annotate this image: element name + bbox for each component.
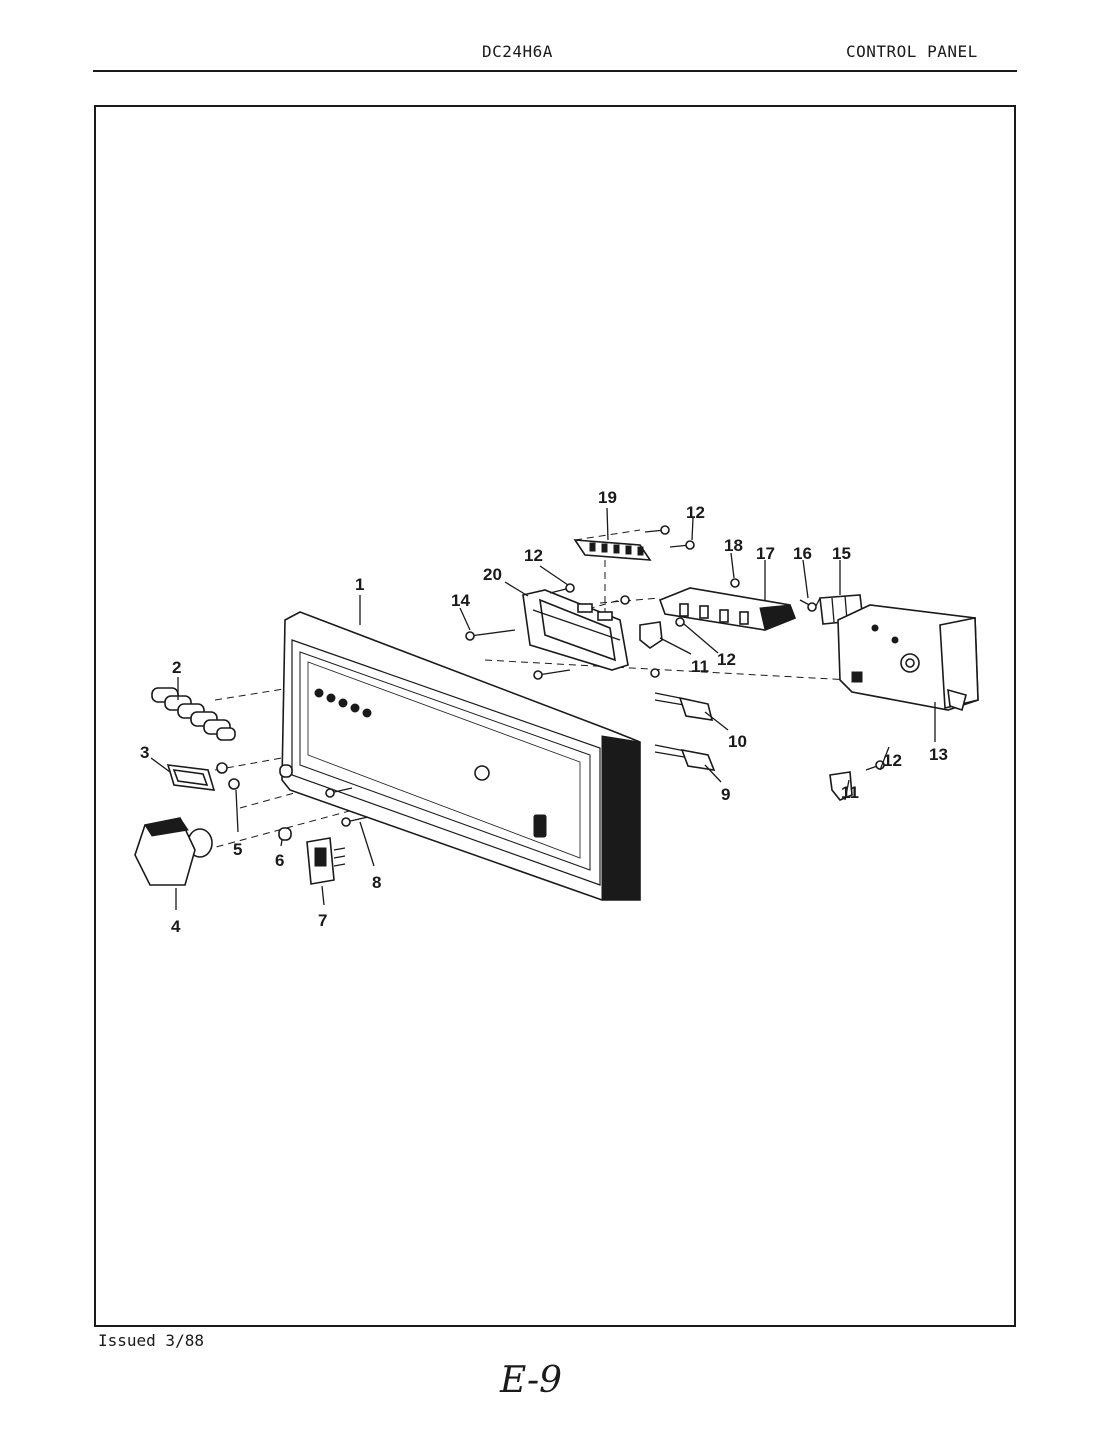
round-buttons	[278, 764, 293, 841]
callout-18: 18	[724, 536, 743, 555]
callout-10: 10	[728, 732, 747, 751]
callout-12b: 12	[524, 546, 543, 565]
diagram-frame	[94, 105, 1016, 1327]
mounting-bracket	[522, 589, 629, 671]
panel-screws	[216, 762, 240, 790]
bezel-screws	[325, 787, 369, 827]
callout-11a: 11	[691, 657, 709, 676]
callout-12d: 12	[883, 751, 902, 770]
leader-lines	[150, 507, 936, 910]
callout-12a: 12	[686, 503, 705, 522]
rocker-window	[533, 814, 547, 838]
push-button-set	[151, 687, 236, 741]
rocker-switch	[306, 837, 346, 885]
push-switch-assembly	[658, 587, 797, 631]
callout-15: 15	[832, 544, 851, 563]
dial-hole-icon	[474, 765, 490, 781]
callout-14: 14	[451, 591, 470, 610]
long-screw	[465, 629, 516, 641]
callout-4: 4	[171, 917, 181, 936]
callout-16: 16	[793, 544, 812, 563]
timer-housing	[837, 604, 979, 712]
issued-date: Issued 3/88	[98, 1331, 204, 1350]
callout-19: 19	[598, 488, 617, 507]
callout-1: 1	[355, 575, 364, 594]
callout-3: 3	[140, 743, 149, 762]
callout-9: 9	[721, 785, 730, 804]
callout-8: 8	[372, 873, 381, 892]
callout-6: 6	[275, 851, 284, 870]
callout-5: 5	[233, 840, 242, 859]
screws-12	[533, 525, 885, 771]
callout-17: 17	[756, 544, 775, 563]
model-number: DC24H6A	[482, 42, 553, 61]
callout-12c: 12	[717, 650, 736, 669]
wire-connectors	[654, 692, 716, 772]
callout-11b: 11	[841, 783, 859, 802]
callout-7: 7	[318, 911, 327, 930]
timer-knob	[134, 817, 213, 886]
wire-clips	[639, 621, 853, 801]
indicator-lights	[314, 688, 372, 718]
control-panel-bezel	[281, 611, 641, 901]
section-title: CONTROL PANEL	[846, 42, 978, 61]
page-code: E-9	[500, 1360, 563, 1401]
screw-18	[730, 578, 740, 588]
callout-labels: 1 2 3 4 5 6 7 8 9 10 11 11 12 12 12 12 1…	[140, 488, 948, 936]
lens-frame	[166, 764, 216, 791]
callout-20: 20	[483, 565, 502, 584]
callout-13: 13	[929, 745, 948, 764]
terminal-block	[573, 539, 652, 561]
callout-2: 2	[172, 658, 181, 677]
header-rule	[93, 70, 1017, 72]
